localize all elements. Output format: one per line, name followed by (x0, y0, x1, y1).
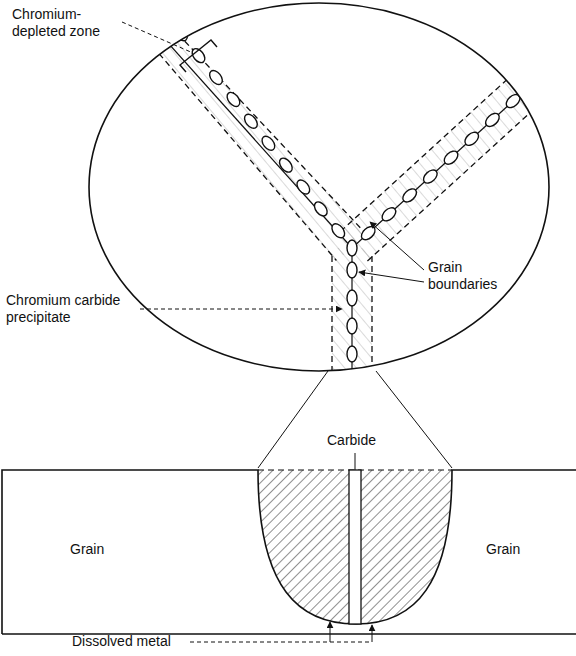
carbide-particle (525, 73, 544, 91)
carbide-strip (349, 470, 361, 624)
carbide-particle (347, 240, 357, 256)
leader-arrow (359, 272, 424, 282)
carbide-particle (400, 186, 419, 204)
boundary-label: Grain boundaries (428, 259, 520, 293)
carbide-particle (421, 167, 440, 185)
carbide-particle (242, 112, 260, 131)
leader-line (355, 453, 356, 470)
leader-arrow (330, 622, 331, 642)
grain-label: Grain (70, 541, 104, 558)
grain-label: Grain (486, 541, 520, 558)
carbide-particle (347, 374, 357, 390)
carbide-particle (259, 134, 277, 153)
magnified-circle (89, 3, 549, 371)
carbide-particle (504, 92, 523, 110)
carbide-particle (207, 68, 225, 87)
dissolved-metal-region (258, 470, 452, 624)
carbide-particle (462, 130, 481, 148)
carbide-particle (347, 290, 357, 306)
dissolved-label: Dissolved metal (72, 633, 171, 650)
carbide-particle (483, 111, 502, 129)
carbide-particle (347, 262, 357, 278)
leader-arrow (372, 625, 373, 642)
leader-line (122, 22, 193, 53)
carbide-particle (312, 200, 330, 219)
carbide-particle (329, 221, 347, 240)
precipitate-label: Chromium carbide precipitate (6, 292, 138, 326)
carbide-particle (347, 346, 357, 362)
carbide-particle (442, 149, 461, 167)
leader-arrow (140, 309, 342, 310)
leader-line (190, 642, 372, 643)
leader-arrow (370, 222, 424, 270)
carbide-particle (347, 318, 357, 334)
carbide-label: Carbide (327, 432, 376, 449)
carbide-particle (545, 54, 564, 72)
zone-bracket (180, 40, 217, 72)
carbide-particle (277, 156, 295, 175)
zoom-line (376, 371, 452, 468)
carbide-particle (294, 178, 312, 197)
zoom-line (258, 371, 328, 468)
depleted-zone-bands (120, 0, 576, 400)
carbide-particle (225, 90, 243, 109)
carbide-particle (380, 205, 399, 223)
zone-label: Chromium-depleted zone (12, 6, 120, 40)
grain-cross-section (2, 470, 576, 634)
